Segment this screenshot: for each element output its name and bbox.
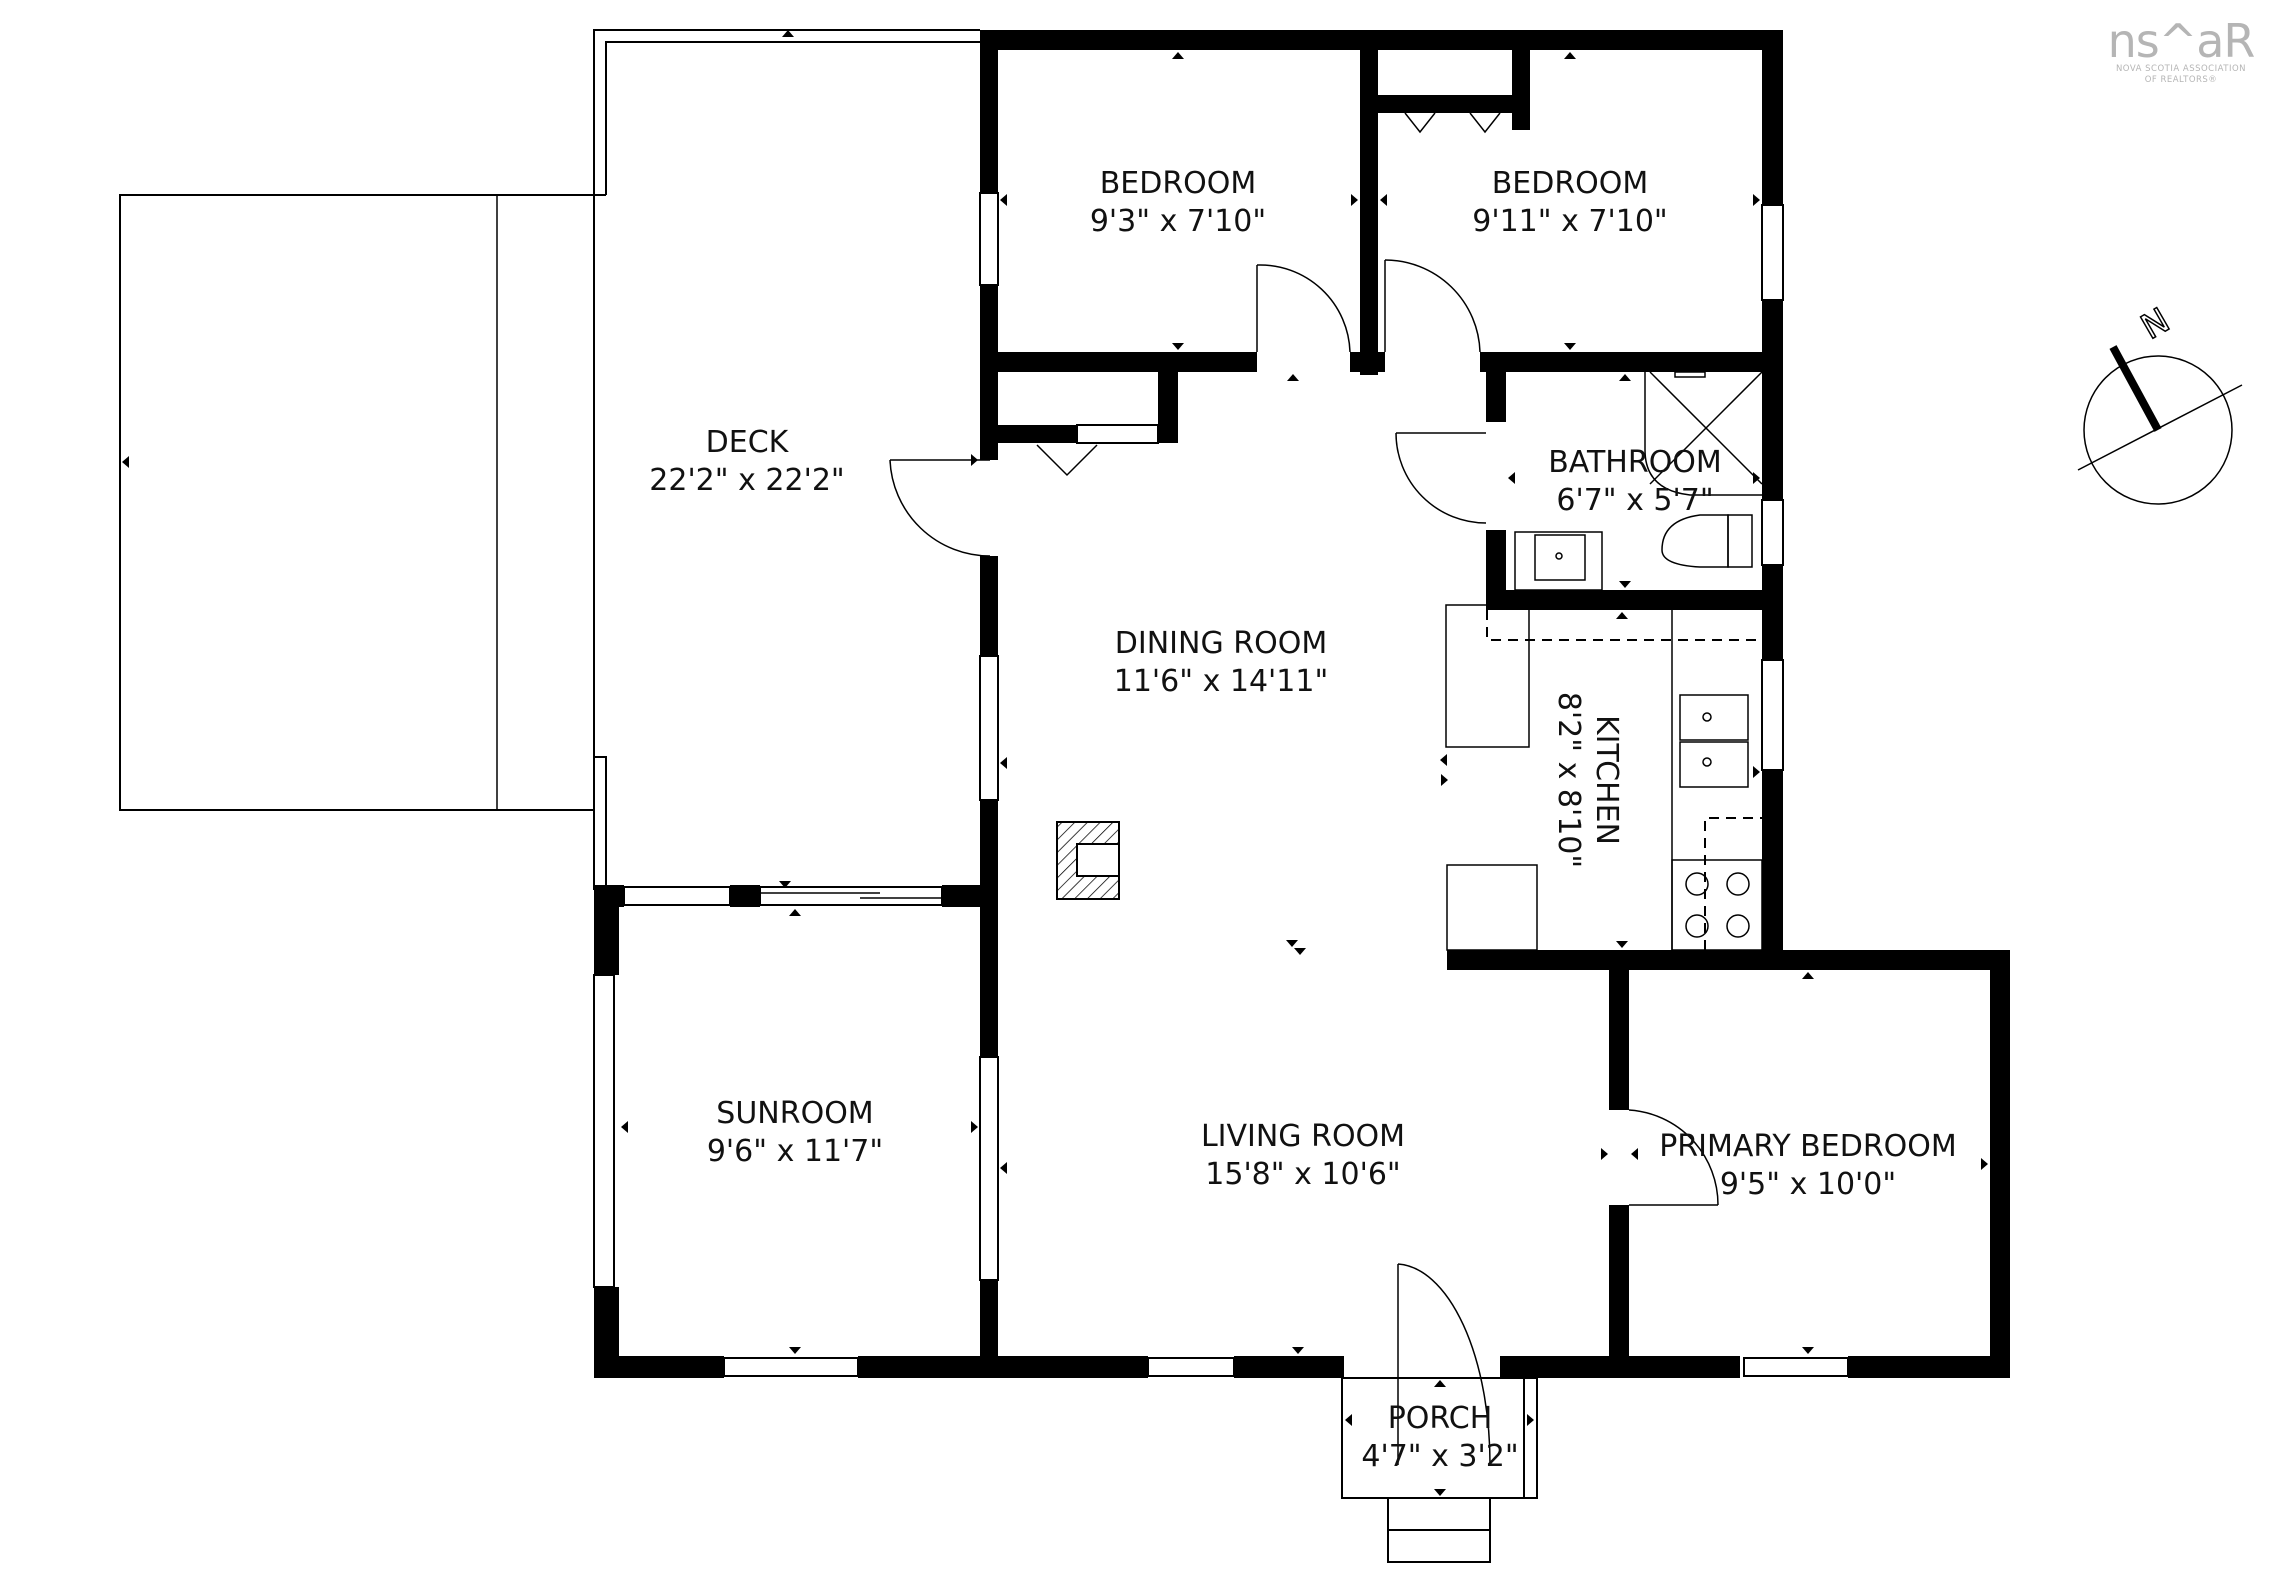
logo-line-1: NOVA SCOTIA ASSOCIATION bbox=[2115, 64, 2247, 74]
room-kitchen: KITCHEN 8'2" x 8'10" bbox=[1551, 692, 1624, 868]
room-bedroom-1: BEDROOM 9'3" x 7'10" bbox=[1090, 166, 1266, 239]
logo-line-2: OF REALTORS® bbox=[2144, 75, 2218, 85]
svg-text:SUNROOM: SUNROOM bbox=[716, 1096, 873, 1131]
room-labels: DECK 22'2" x 22'2" BEDROOM 9'3" x 7'10" … bbox=[649, 166, 1957, 1474]
walls bbox=[594, 30, 2010, 1378]
room-bedroom-2: BEDROOM 9'11" x 7'10" bbox=[1472, 166, 1667, 239]
svg-text:KITCHEN: KITCHEN bbox=[1589, 715, 1624, 845]
svg-text:BEDROOM: BEDROOM bbox=[1100, 166, 1257, 201]
svg-text:PORCH: PORCH bbox=[1388, 1401, 1493, 1436]
svg-text:9'3" x 7'10": 9'3" x 7'10" bbox=[1090, 204, 1266, 239]
svg-text:15'8" x 10'6": 15'8" x 10'6" bbox=[1205, 1157, 1400, 1192]
north-arrow-icon bbox=[2109, 345, 2162, 432]
room-porch: PORCH 4'7" x 3'2" bbox=[1361, 1401, 1518, 1474]
svg-text:DECK: DECK bbox=[706, 425, 790, 460]
svg-text:LIVING ROOM: LIVING ROOM bbox=[1201, 1119, 1405, 1154]
svg-text:6'7" x 5'7": 6'7" x 5'7" bbox=[1556, 483, 1713, 518]
svg-text:N: N bbox=[2135, 300, 2177, 347]
svg-text:DINING ROOM: DINING ROOM bbox=[1115, 626, 1327, 661]
svg-text:11'6" x 14'11": 11'6" x 14'11" bbox=[1114, 664, 1329, 699]
room-dining: DINING ROOM 11'6" x 14'11" bbox=[1114, 626, 1329, 699]
compass: N bbox=[2077, 300, 2243, 505]
room-living: LIVING ROOM 15'8" x 10'6" bbox=[1201, 1119, 1405, 1192]
fixtures bbox=[1056, 371, 1763, 1563]
logo-mark: ns^aR bbox=[2107, 14, 2256, 68]
svg-text:22'2" x 22'2": 22'2" x 22'2" bbox=[649, 463, 844, 498]
dimension-markers bbox=[621, 52, 1988, 1496]
wood-stove bbox=[1056, 821, 1120, 900]
room-bathroom: BATHROOM 6'7" x 5'7" bbox=[1548, 445, 1722, 518]
windows bbox=[593, 192, 1849, 1377]
svg-text:8'2" x 8'10": 8'2" x 8'10" bbox=[1551, 692, 1586, 868]
room-sunroom: SUNROOM 9'6" x 11'7" bbox=[707, 1096, 883, 1169]
room-deck: DECK 22'2" x 22'2" bbox=[649, 425, 844, 498]
deck-outline bbox=[119, 29, 980, 890]
svg-text:PRIMARY BEDROOM: PRIMARY BEDROOM bbox=[1659, 1129, 1957, 1164]
svg-text:BEDROOM: BEDROOM bbox=[1492, 166, 1649, 201]
svg-text:BATHROOM: BATHROOM bbox=[1548, 445, 1722, 480]
room-primary-bedroom: PRIMARY BEDROOM 9'5" x 10'0" bbox=[1659, 1129, 1957, 1202]
svg-text:9'11" x 7'10": 9'11" x 7'10" bbox=[1472, 204, 1667, 239]
svg-text:9'6" x 11'7": 9'6" x 11'7" bbox=[707, 1134, 883, 1169]
svg-text:9'5" x 10'0": 9'5" x 10'0" bbox=[1720, 1167, 1896, 1202]
nsar-logo: ns^aR NOVA SCOTIA ASSOCIATION OF REALTOR… bbox=[2101, 18, 2261, 86]
svg-text:4'7" x 3'2": 4'7" x 3'2" bbox=[1361, 1439, 1518, 1474]
doors bbox=[889, 112, 1719, 1466]
